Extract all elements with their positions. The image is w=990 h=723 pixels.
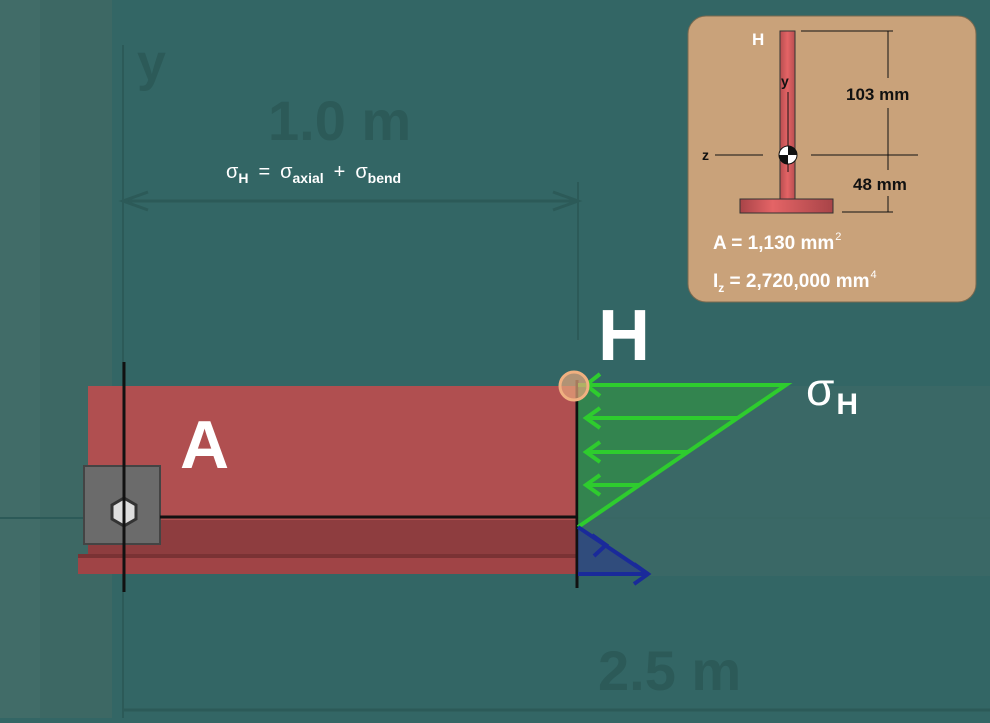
formula-sub-h: H xyxy=(238,170,248,186)
dim-48mm: 48 mm xyxy=(853,175,907,194)
point-h-marker xyxy=(558,370,590,402)
dim-label-2.5m: 2.5 m xyxy=(598,639,741,702)
beam-flange xyxy=(78,554,578,574)
dim-arrow-left xyxy=(118,190,149,212)
formula-sigma-axial: σ xyxy=(280,161,293,183)
formula-plus: + xyxy=(334,161,346,183)
formula-equals: = xyxy=(258,161,270,183)
section-y-label: y xyxy=(781,73,789,89)
dim-label-1m: 1.0 m xyxy=(268,89,411,152)
section-flange xyxy=(739,198,834,214)
support-label-a: A xyxy=(180,407,229,483)
inertia-sub: z xyxy=(718,281,724,295)
area-exponent: 2 xyxy=(835,231,841,243)
y-axis-label: y xyxy=(137,34,166,92)
area-line: A = 1,130 mm2 xyxy=(713,231,841,254)
inertia-value: = 2,720,000 mm xyxy=(724,271,869,292)
inertia-exponent: 4 xyxy=(871,269,877,281)
cross-section-panel: H y z 103 mm 48 mm A = 1,130 mm2 Iz = 2,… xyxy=(687,15,977,303)
section-point-h: H xyxy=(752,30,764,49)
stress-label: σH xyxy=(806,363,858,421)
formula-sigma-h: σ xyxy=(226,161,239,183)
stress-label-sub: H xyxy=(836,388,858,421)
support-bracket xyxy=(83,465,161,545)
formula-sub-bend: bend xyxy=(368,170,401,186)
compression-outline xyxy=(576,383,793,529)
formula-sigma-bend: σ xyxy=(355,161,368,183)
formula-sub-axial: axial xyxy=(293,170,324,186)
point-label-h: H xyxy=(598,296,650,376)
inertia-line: Iz = 2,720,000 mm4 xyxy=(713,269,877,295)
stress-formula: σH=σaxial+σbend xyxy=(226,161,401,186)
dim-103mm: 103 mm xyxy=(846,85,909,104)
section-z-label: z xyxy=(702,147,709,163)
beam-flange-edge xyxy=(78,554,578,558)
wall-shade-outer xyxy=(0,0,40,718)
beam-web-shadow xyxy=(88,520,578,554)
tension-arrows xyxy=(576,525,652,586)
inertia-symbol: I xyxy=(713,271,718,292)
stress-label-sigma: σ xyxy=(806,363,834,415)
area-value: A = 1,130 mm xyxy=(713,233,834,254)
centroid-quadrants xyxy=(779,146,797,164)
